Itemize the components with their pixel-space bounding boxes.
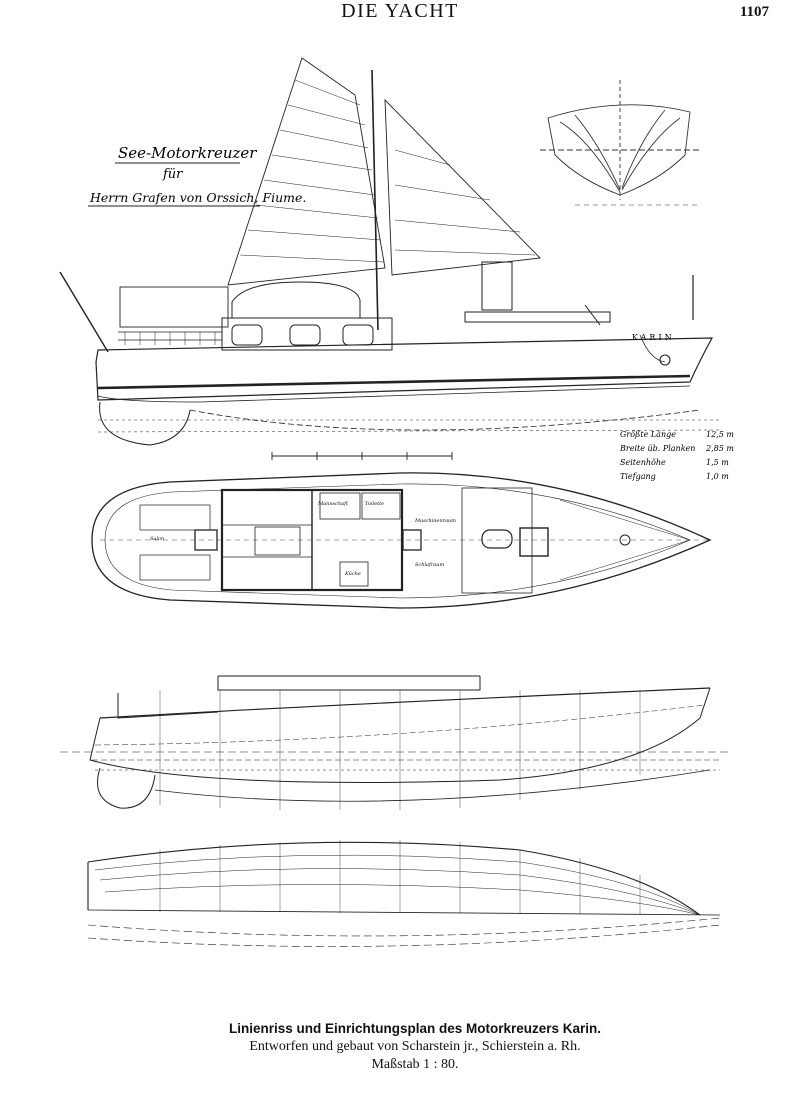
title-line-2: für — [162, 167, 183, 182]
lines-profile — [60, 675, 730, 810]
particular-value: 1,0 m — [706, 472, 729, 481]
room-label: Mannschaft — [317, 501, 349, 507]
profile-view — [59, 57, 721, 446]
title-line-3: Herrn Grafen von Orssich, Fiume. — [89, 190, 306, 205]
boat-name: KARIN — [632, 333, 675, 342]
particulars-table: Größte Länge 12,5 m Breite üb. Planken 2… — [619, 430, 734, 481]
room-label: Maschinenraum — [414, 518, 456, 524]
particular-value: 2,85 m — [705, 444, 734, 453]
room-label: Küche — [344, 571, 361, 577]
room-label: Salon — [150, 536, 164, 542]
room-label: Toilette — [365, 501, 384, 507]
particular-label: Breite üb. Planken — [619, 444, 695, 453]
lines-half-breadth — [87, 840, 721, 947]
particular-label: Tiefgang — [620, 472, 656, 481]
caption-title: Linienriss und Einrichtungsplan des Moto… — [228, 1021, 602, 1036]
deck-plan — [91, 472, 712, 609]
particular-value: 1,5 m — [706, 458, 729, 467]
particular-value: 12,5 m — [706, 430, 734, 439]
room-label: Schlafraum — [415, 562, 444, 568]
caption-scale: Maßstab 1 : 80. — [371, 1057, 459, 1072]
scale-bar — [271, 452, 453, 460]
caption-designer: Entworfen und gebaut von Scharstein jr.,… — [249, 1039, 581, 1054]
particular-label: Größte Länge — [620, 430, 676, 439]
deck-plan-labels: Salon Toilette Küche Mannschaft Maschine… — [150, 501, 456, 577]
drawing-title: See-Motorkreuzer für Herrn Grafen von Or… — [88, 144, 306, 207]
particular-label: Seitenhöhe — [620, 458, 666, 467]
journal-title: DIE YACHT — [341, 0, 459, 22]
title-line-1: See-Motorkreuzer — [118, 144, 257, 162]
midship-section — [540, 80, 700, 206]
page-number: 1107 — [739, 4, 769, 20]
